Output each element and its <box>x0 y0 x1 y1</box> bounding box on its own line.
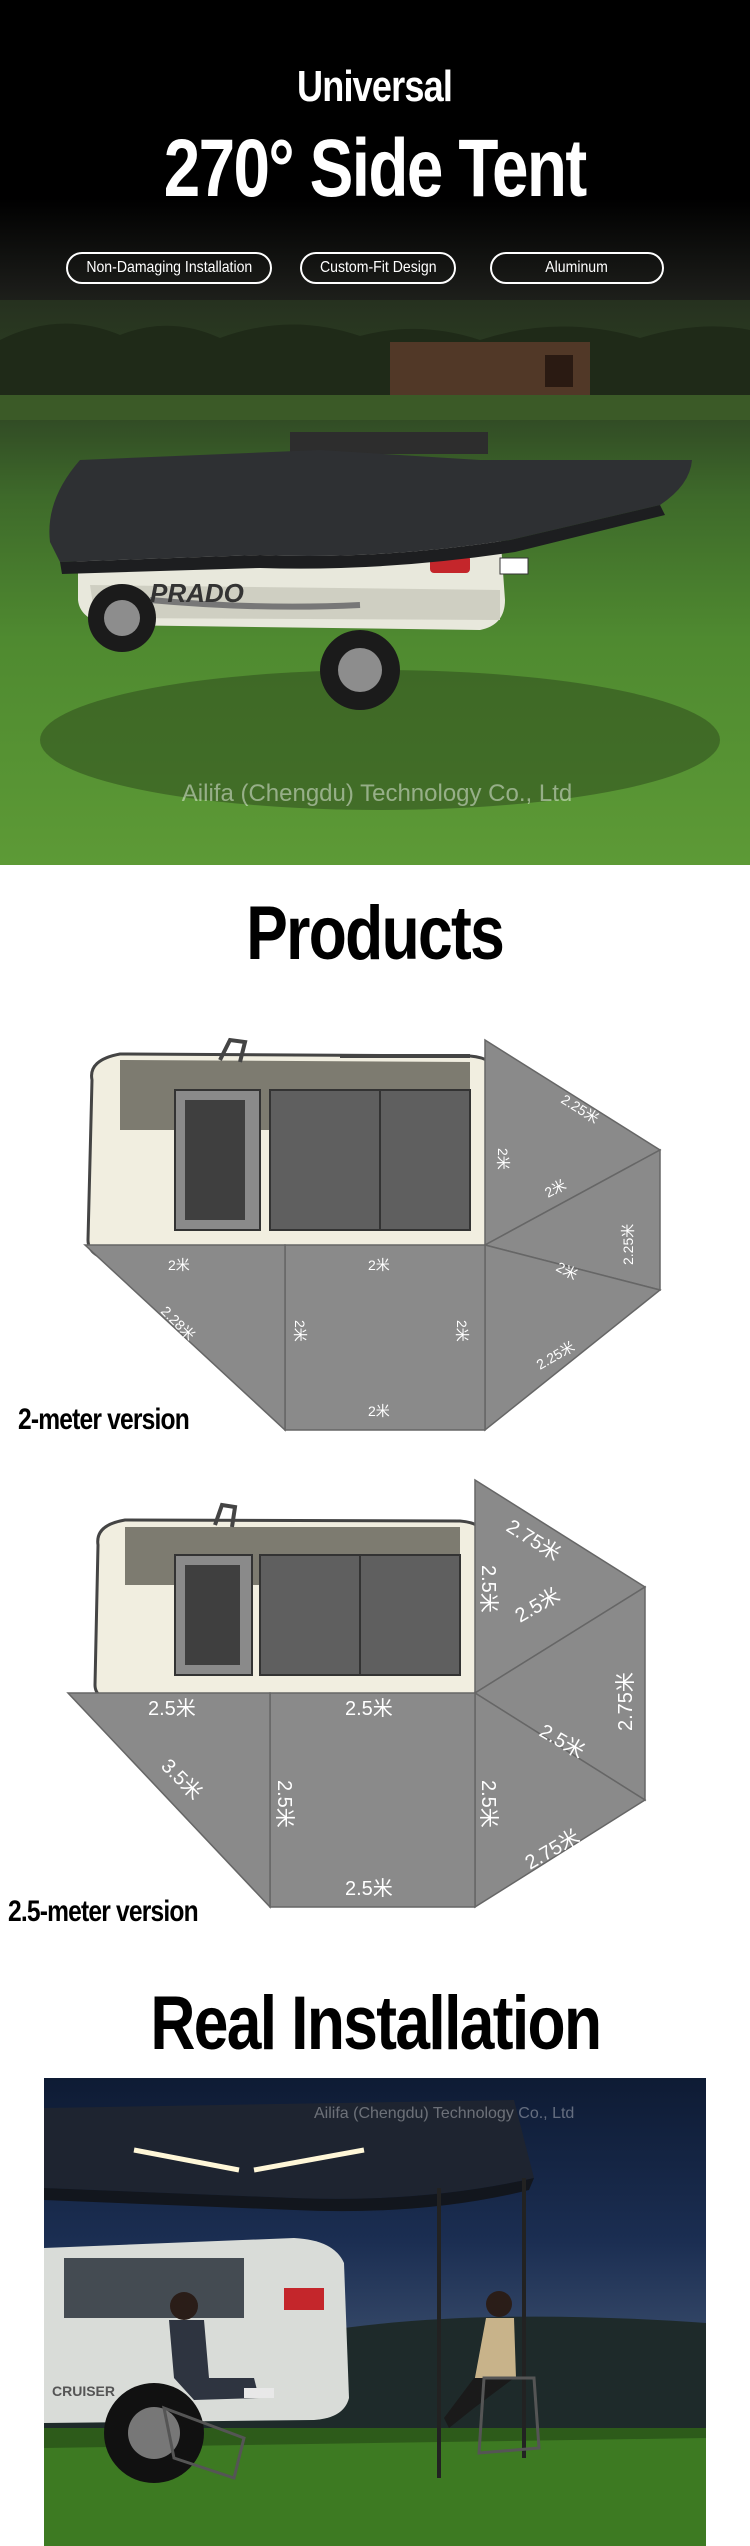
svg-text:2.5米: 2.5米 <box>477 1780 500 1828</box>
svg-text:2米: 2米 <box>454 1320 470 1342</box>
hero-watermark: Ailifa (Chengdu) Technology Co., Ltd <box>181 780 573 807</box>
feature-pill-installation: Non-Damaging Installation <box>66 252 272 284</box>
car-top-view-2-5m <box>93 1502 492 1707</box>
svg-text:CRUISER: CRUISER <box>52 2383 115 2399</box>
suv-with-awning-illustration: PRADO <box>0 323 750 810</box>
svg-text:PRADO: PRADO <box>150 578 244 608</box>
installation-title: Real Installation <box>149 1981 602 2066</box>
installation-photo: CRUISER Ailifa (Chengdu) Technology Co.,… <box>44 2078 706 2546</box>
version-label-2m: 2-meter version <box>18 1403 190 1436</box>
svg-text:2.5米: 2.5米 <box>345 1697 393 1720</box>
svg-text:2.5米: 2.5米 <box>273 1780 296 1828</box>
svg-text:2.25米: 2.25米 <box>620 1224 636 1265</box>
products-title: Products <box>246 891 506 976</box>
svg-text:Ailifa (Chengdu) Technology Co: Ailifa (Chengdu) Technology Co., Ltd <box>314 2105 574 2122</box>
svg-text:2米: 2米 <box>168 1257 190 1273</box>
people <box>169 2291 516 2428</box>
hero-title-line1: Universal <box>297 62 453 111</box>
feature-pills: Non-Damaging Installation Custom-Fit Des… <box>0 252 750 288</box>
svg-text:2米: 2米 <box>495 1148 511 1170</box>
night-camp-illustration: CRUISER Ailifa (Chengdu) Technology Co.,… <box>44 2100 706 2546</box>
feature-pill-material: Aluminum <box>490 252 664 284</box>
hero-banner: Universal 270° Side Tent Non-Damaging In… <box>0 0 750 865</box>
awning-panels <box>83 1038 662 1432</box>
version-label-2-5m: 2.5-meter version <box>8 1895 199 1928</box>
diagram-2m: 2.25米 2米 2米 2米 2.25米 2.25米 2米 2米 2.28米 2… <box>83 1037 662 1432</box>
awning-panels-2-5m <box>66 1478 647 1909</box>
svg-text:2.5米: 2.5米 <box>345 1877 393 1900</box>
hero-photo: PRADO Ailifa (Chengdu) Technology Co., L… <box>0 300 750 865</box>
svg-text:2米: 2米 <box>368 1403 390 1419</box>
feature-pill-design: Custom-Fit Design <box>300 252 456 284</box>
svg-text:2.5米: 2.5米 <box>148 1697 196 1720</box>
hero-title-line2: 270° Side Tent <box>164 123 587 214</box>
svg-text:2.5米: 2.5米 <box>477 1565 500 1613</box>
svg-text:2米: 2米 <box>368 1257 390 1273</box>
svg-text:2米: 2米 <box>292 1320 308 1342</box>
diagram-2-5m: 2.75米 2.5米 2.5米 2.75米 2.5米 2.75米 2.5米 2.… <box>66 1478 647 1909</box>
svg-text:2.75米: 2.75米 <box>614 1672 637 1731</box>
car-top-view <box>86 1037 502 1264</box>
